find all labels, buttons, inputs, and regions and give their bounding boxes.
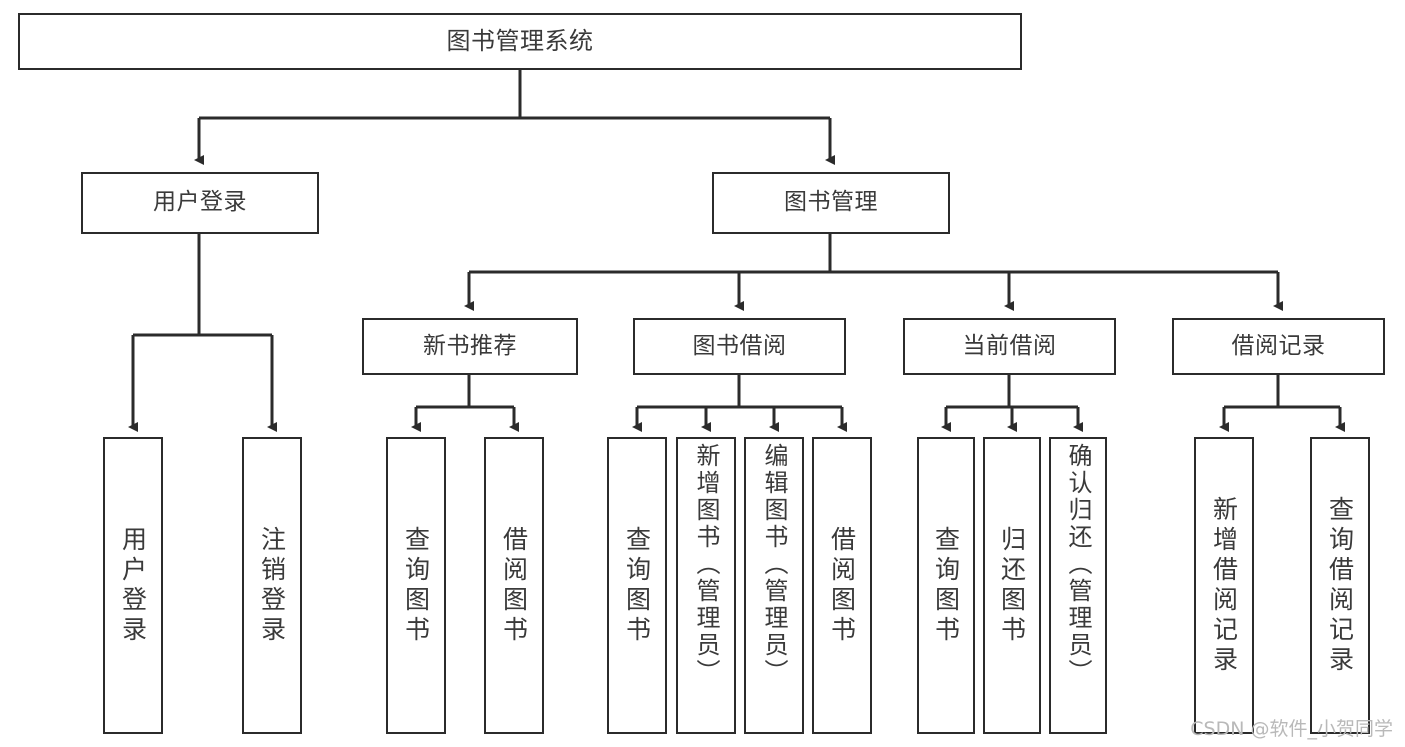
- node-label: 图书管理: [784, 189, 878, 216]
- node-root-system[interactable]: 图书管理系统: [18, 13, 1022, 70]
- leaf-borrowrecord-add-record[interactable]: 新增借阅记录: [1194, 437, 1254, 734]
- node-label: 用户登录: [153, 189, 247, 216]
- node-label: 借阅图书: [827, 525, 857, 646]
- node-label: 查询借阅记录: [1325, 495, 1355, 676]
- leaf-bookborrow-edit-book[interactable]: 编辑图书（管理员）: [744, 437, 804, 734]
- leaf-bookborrow-add-book[interactable]: 新增图书（管理员）: [676, 437, 736, 734]
- node-label: 新书推荐: [423, 332, 517, 359]
- node-label: 借阅图书: [499, 525, 529, 646]
- node-label: 查询图书: [622, 525, 652, 646]
- node-label: 图书管理系统: [446, 27, 594, 56]
- node-label: 新增图书（管理员）: [692, 443, 720, 686]
- leaf-newbook-query-book[interactable]: 查询图书: [386, 437, 446, 734]
- leaf-logout[interactable]: 注销登录: [242, 437, 302, 734]
- node-user-login[interactable]: 用户登录: [81, 172, 319, 234]
- leaf-bookborrow-borrow-book[interactable]: 借阅图书: [812, 437, 872, 734]
- node-label: 当前借阅: [962, 332, 1057, 359]
- leaf-bookborrow-query-book[interactable]: 查询图书: [607, 437, 667, 734]
- node-label: 注销登录: [257, 525, 287, 646]
- node-label: 编辑图书（管理员）: [760, 443, 788, 686]
- node-current-borrow[interactable]: 当前借阅: [903, 318, 1116, 375]
- leaf-borrowrecord-query-record[interactable]: 查询借阅记录: [1310, 437, 1370, 734]
- node-book-management[interactable]: 图书管理: [712, 172, 950, 234]
- leaf-currentborrow-query-book[interactable]: 查询图书: [917, 437, 975, 734]
- node-book-borrow[interactable]: 图书借阅: [633, 318, 846, 375]
- node-label: 新增借阅记录: [1209, 495, 1239, 676]
- node-label: 查询图书: [401, 525, 431, 646]
- leaf-user-login[interactable]: 用户登录: [103, 437, 163, 734]
- watermark-text: CSDN @软件_小贺同学: [1190, 718, 1393, 740]
- node-label: 确认归还（管理员）: [1064, 443, 1092, 686]
- node-label: 用户登录: [118, 525, 148, 646]
- node-label: 归还图书: [997, 525, 1027, 646]
- node-label: 图书借阅: [692, 332, 787, 359]
- node-borrow-record[interactable]: 借阅记录: [1172, 318, 1385, 375]
- node-label: 查询图书: [931, 525, 961, 646]
- leaf-newbook-borrow-book[interactable]: 借阅图书: [484, 437, 544, 734]
- node-label: 借阅记录: [1231, 332, 1326, 359]
- leaf-currentborrow-return-book[interactable]: 归还图书: [983, 437, 1041, 734]
- node-new-book-recommend[interactable]: 新书推荐: [362, 318, 578, 375]
- leaf-currentborrow-confirm-return[interactable]: 确认归还（管理员）: [1049, 437, 1107, 734]
